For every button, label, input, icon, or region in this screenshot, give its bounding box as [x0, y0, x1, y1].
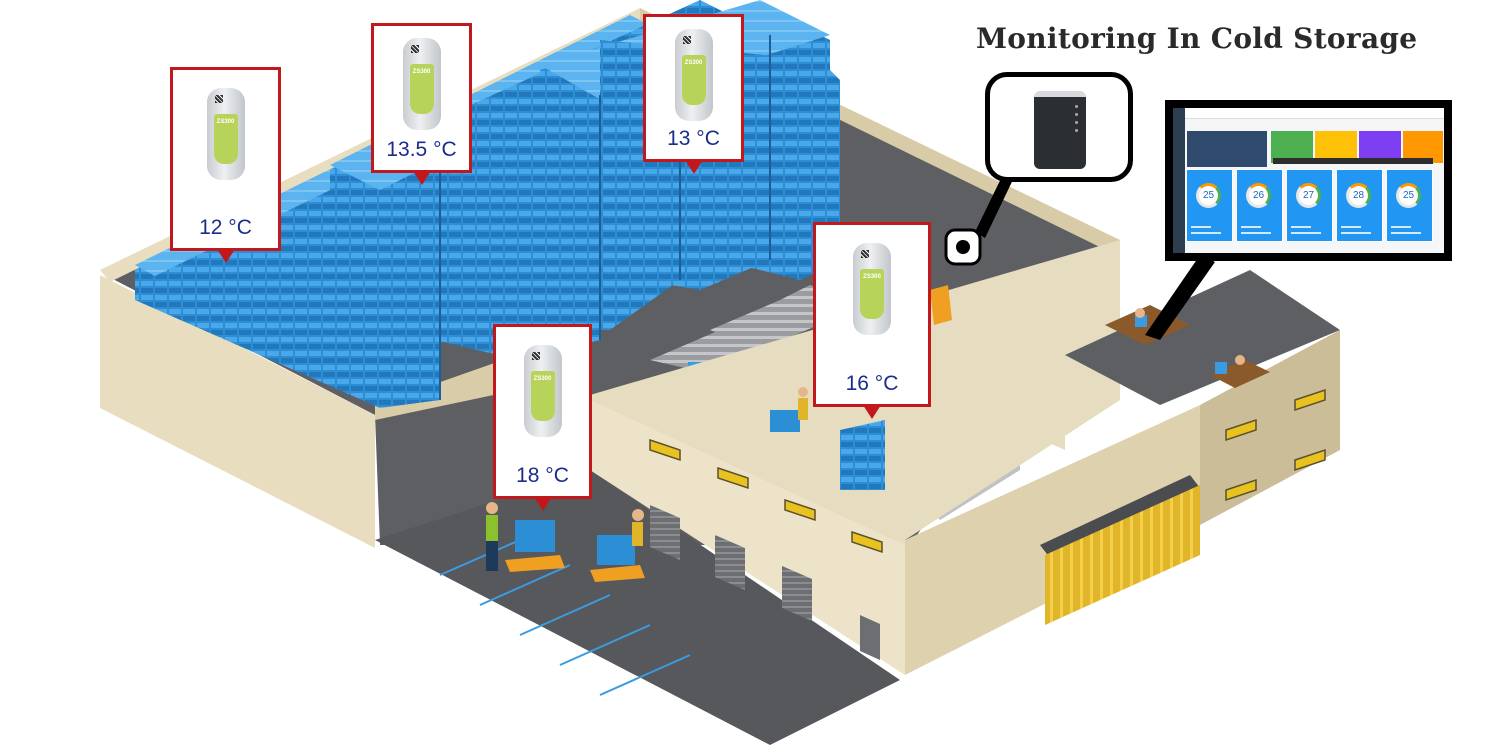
diagram-title: Monitoring In Cold Storage	[976, 22, 1418, 55]
dashboard-weather-card	[1187, 131, 1267, 167]
dashboard-sidebar	[1173, 108, 1185, 253]
entrance-canopy	[1040, 475, 1200, 558]
dashboard-sensor-card: 25	[1186, 169, 1233, 242]
temperature-logger-icon: ZS300	[402, 38, 441, 130]
temperature-reading: 13.5 °C	[386, 138, 457, 161]
temperature-logger-icon: ZS300	[674, 29, 713, 121]
temperature-reading: 12 °C	[199, 216, 252, 239]
office-floor	[1065, 270, 1340, 405]
dashboard-kpi-orange	[1403, 131, 1443, 163]
gauge-value: 27	[1296, 183, 1321, 208]
dashboard-callout-pointer	[1145, 255, 1215, 340]
dashboard-topbar	[1185, 108, 1444, 119]
gauge-value: 28	[1346, 183, 1371, 208]
sensor-callout-12c: ZS300 12 °C	[170, 67, 281, 263]
dashboard-banner	[1273, 158, 1433, 164]
dashboard-kpi-yellow	[1315, 131, 1357, 163]
sensor-callout-16c: ZS300 16 °C	[813, 222, 931, 419]
dashboard-sensor-card: 27	[1286, 169, 1333, 242]
gateway-device-callout	[985, 72, 1133, 182]
gauge-value: 25	[1196, 183, 1221, 208]
temperature-reading: 16 °C	[845, 372, 899, 395]
front-facade-lower	[590, 400, 905, 675]
left-wall	[100, 275, 375, 548]
gateway-device-icon	[1034, 91, 1086, 169]
dashboard-kpi-green	[1271, 131, 1313, 163]
entrance-doors	[1045, 485, 1200, 625]
dashboard-sensor-card: 28	[1336, 169, 1383, 242]
forklift-workers	[486, 285, 952, 582]
gauge-value: 26	[1246, 183, 1271, 208]
temperature-logger-icon: ZS300	[206, 88, 245, 180]
temperature-logger-icon: ZS300	[853, 243, 891, 335]
floor-markings	[439, 539, 691, 696]
dashboard-monitor: 25 26 27 28 25	[1165, 100, 1452, 261]
temperature-reading: 18 °C	[516, 464, 569, 487]
gauge-value: 25	[1396, 183, 1421, 208]
temperature-reading: 13 °C	[667, 127, 720, 150]
temperature-logger-icon: ZS300	[523, 345, 562, 437]
sensor-callout-13-5c: ZS300 13.5 °C	[371, 23, 472, 185]
sensor-callout-18c: ZS300 18 °C	[493, 324, 592, 511]
sensor-callout-13c: ZS300 13 °C	[643, 14, 744, 174]
office-wall-back	[1020, 330, 1065, 450]
dashboard-kpi-purple	[1359, 131, 1401, 163]
loading-dock-floor	[375, 470, 900, 745]
office-windows	[1225, 388, 1326, 502]
office-wall-right	[1200, 330, 1340, 525]
dashboard-sensor-card: 26	[1236, 169, 1283, 242]
dock-doors	[650, 505, 880, 660]
dashboard-sensor-card: 25	[1386, 169, 1433, 242]
